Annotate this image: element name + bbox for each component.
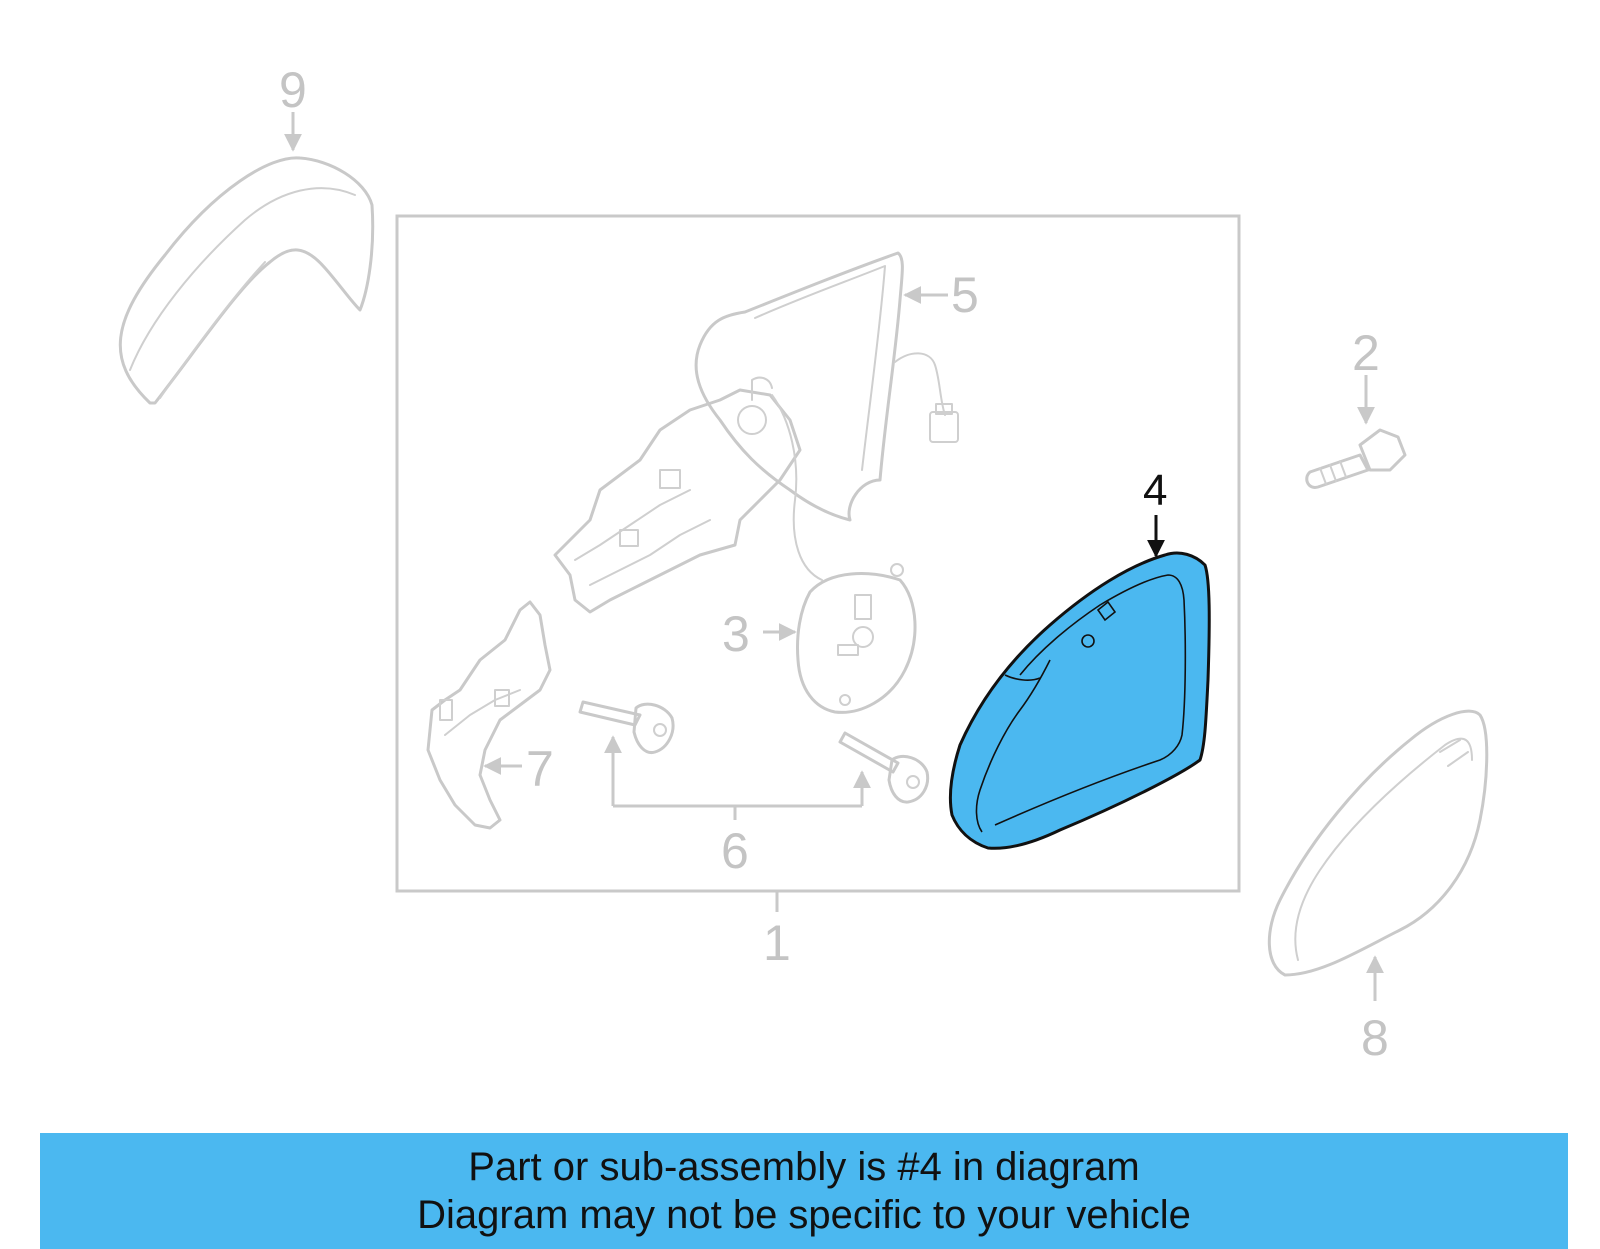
mirror-housing-part: [694, 251, 959, 522]
callout-8: 8: [1361, 1010, 1389, 1066]
callout-2: 2: [1352, 325, 1380, 381]
callout-6: 6: [721, 823, 749, 879]
screw-part-right: [838, 731, 930, 804]
banner-line-2: Diagram may not be specific to your vehi…: [417, 1193, 1191, 1237]
callout-5: 5: [951, 267, 979, 323]
banner-line-1: Part or sub-assembly is #4 in diagram: [468, 1145, 1140, 1189]
highlighted-part-4[interactable]: [948, 551, 1211, 850]
lower-trim-part: [426, 600, 552, 830]
info-banner: Part or sub-assembly is #4 in diagram Di…: [40, 1133, 1568, 1249]
callout-4: 4: [1143, 466, 1167, 515]
callout-3: 3: [722, 606, 750, 662]
mirror-glass-part: [1267, 709, 1489, 977]
screw-part-left: [578, 700, 675, 755]
bolt-part: [1305, 428, 1407, 489]
mirror-cap-part: [118, 156, 375, 405]
mirror-base-part: [553, 376, 823, 614]
callout-9: 9: [279, 62, 307, 118]
assembly-frame: [395, 214, 1241, 893]
mirror-motor-part: [796, 563, 917, 714]
callout-1: 1: [763, 915, 791, 971]
callout-7: 7: [526, 741, 554, 797]
